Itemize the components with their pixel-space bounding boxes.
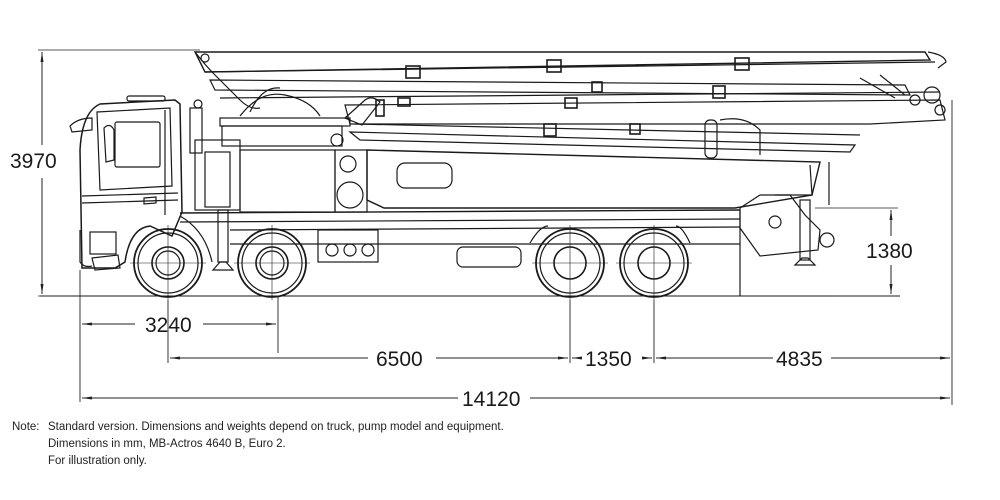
boom-pipe-clamps — [375, 57, 750, 137]
note-line-1: Standard version. Dimensions and weights… — [48, 421, 504, 433]
truck-cab — [69, 95, 183, 271]
pump-turret — [189, 87, 368, 213]
fuel-tanks — [317, 229, 379, 263]
dim-outrigger-height: 1380 — [866, 240, 913, 263]
wheel-front-1 — [130, 225, 206, 300]
note-row-1: Note: Standard version. Dimensions and w… — [12, 419, 504, 436]
note-line-3: For illustration only. — [48, 455, 147, 467]
dim-overall-height: 3970 — [10, 150, 57, 173]
wheel-front-2 — [234, 225, 310, 300]
front-outrigger — [179, 209, 235, 271]
dim-rear-overhang: 4835 — [776, 348, 823, 371]
dimension-lines — [38, 49, 953, 405]
dim-tandem-spacing: 1350 — [585, 348, 632, 371]
dim-axle-span: 6500 — [376, 348, 423, 371]
truck-illustration — [40, 51, 947, 300]
folded-boom — [193, 51, 947, 159]
chassis-frame — [179, 209, 741, 268]
drawing-note: Note: Standard version. Dimensions and w… — [12, 419, 504, 470]
rear-outrigger-hopper — [739, 194, 835, 296]
wheel-rear-1 — [532, 225, 608, 300]
note-label: Note: — [12, 421, 40, 433]
wheels — [130, 225, 692, 300]
dim-front-overhang: 3240 — [145, 314, 192, 337]
dim-overall-length: 14120 — [462, 388, 520, 411]
note-line-2: Dimensions in mm, MB-Actros 4640 B, Euro… — [48, 438, 286, 450]
wheel-rear-2 — [616, 225, 692, 300]
boom-base — [366, 149, 830, 209]
